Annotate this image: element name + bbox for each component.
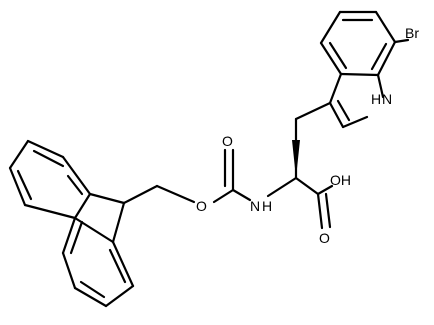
indole-pyrrole-ring [328,72,385,129]
acid-carbonyl-o-label: O [319,230,330,246]
amide-nh-h-label: H [262,198,272,214]
indole-benzene-ring [319,10,397,77]
stereo-wedge-bond [292,140,300,178]
c-br-bond [393,38,410,44]
fmoc-linker [122,184,196,205]
fluorene-upper-benzene [8,139,92,220]
fluorene-five-ring [73,192,126,244]
acid-oh-label: OH [330,172,351,188]
fluorene-lower-benzene [61,216,135,308]
bromine-label: Br [405,25,419,41]
indole-nh-h-label: H [371,91,381,107]
carbamate-carbonyl-o-label: O [222,133,233,149]
indole-n-label: N [382,91,392,107]
carboxylic-acid [294,176,334,230]
carbamate-ether-o-label: O [196,198,207,214]
amide-n-label: N [250,198,260,214]
carbamate [212,148,252,204]
side-chain [294,101,332,180]
alpha-c-n-bond [266,176,298,198]
